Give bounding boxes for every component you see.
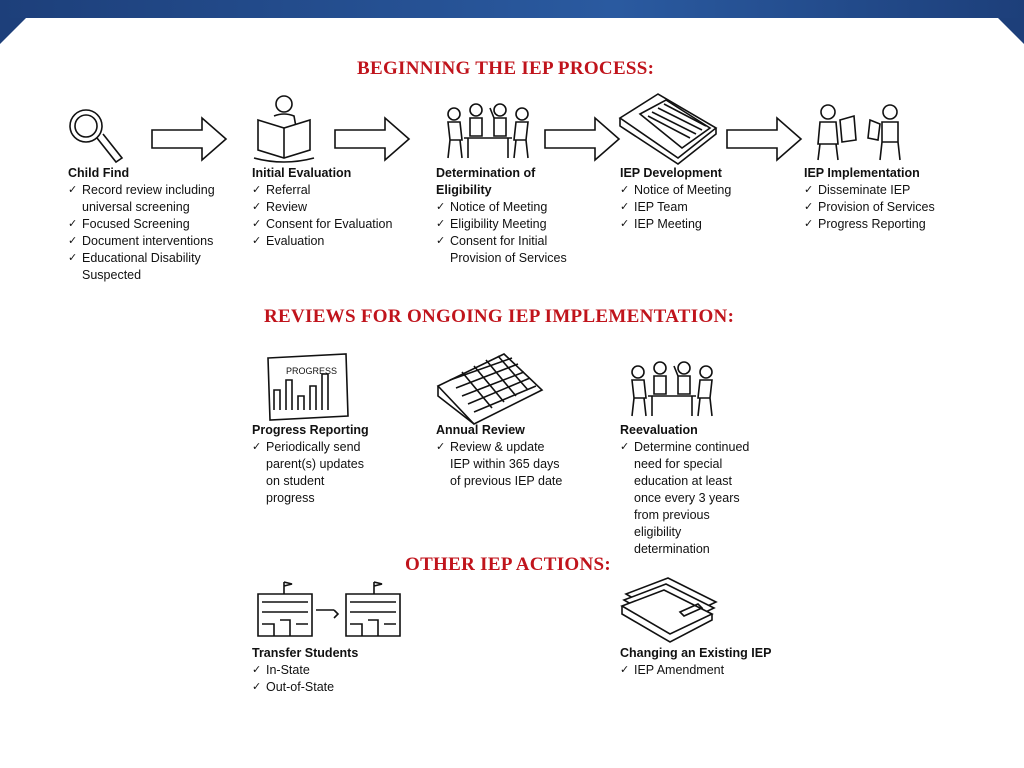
step-initial-evaluation: Initial Evaluation Referral Review Conse… (252, 165, 422, 250)
step-transfer-students: Transfer Students In-State Out-of-State (252, 645, 412, 696)
step-child-find: Child Find Record review including unive… (68, 165, 238, 284)
checklist-item: IEP Team (620, 199, 790, 216)
right-corner-decoration (998, 18, 1024, 44)
checklist-item: In-State (252, 662, 412, 679)
heading-other: OTHER IEP ACTIONS: (405, 554, 612, 575)
checklist-item: Provision of Services (804, 199, 974, 216)
progress-sign-text: PROGRESS (286, 366, 337, 376)
arrow-1 (151, 116, 228, 162)
checklist-item: Eligibility Meeting (436, 216, 576, 233)
team-meeting-icon (447, 103, 529, 159)
checklist-item: Evaluation (252, 233, 422, 250)
magnifying-glass-icon (69, 109, 124, 164)
checklist-item: Review (252, 199, 422, 216)
checklist-item: IEP Meeting (620, 216, 790, 233)
step-reevaluation: Reevaluation Determine continued need fo… (620, 422, 765, 558)
stacked-folders-icon (620, 577, 718, 643)
arrow-3 (544, 116, 621, 162)
step-title: Transfer Students (252, 646, 359, 660)
checklist-item: Notice of Meeting (436, 199, 576, 216)
checklist-item: Educational Disability Suspected (68, 250, 238, 284)
school-buildings-icon (257, 581, 401, 637)
step-title: Changing an Existing IEP (620, 646, 772, 660)
step-annual-review: Annual Review Review & update IEP within… (436, 422, 576, 490)
checklist-item: Focused Screening (68, 216, 238, 233)
step-changing-existing-iep: Changing an Existing IEP IEP Amendment (620, 645, 800, 679)
step-iep-development: IEP Development Notice of Meeting IEP Te… (620, 165, 790, 233)
step-title: Annual Review (436, 423, 525, 437)
checklist-item: Review & update IEP within 365 days of p… (436, 439, 566, 490)
checklist-item: IEP Amendment (620, 662, 800, 679)
checklist-item: Out-of-State (252, 679, 412, 696)
step-title: Determination of Eligibility (436, 166, 536, 197)
step-title: Child Find (68, 166, 130, 180)
team-meeting-icon (631, 361, 713, 417)
checklist-item: Consent for Initial Provision of Service… (436, 233, 576, 267)
arrow-2 (334, 116, 411, 162)
checklist-item: Disseminate IEP (804, 182, 974, 199)
step-title: IEP Development (620, 166, 722, 180)
binder-icon (618, 93, 718, 165)
top-banner-bar (0, 0, 1024, 18)
calendar-icon (436, 353, 544, 425)
checklist-item: Referral (252, 182, 422, 199)
step-title: Progress Reporting (252, 423, 369, 437)
checklist-item: Notice of Meeting (620, 182, 790, 199)
teacher-student-icon (817, 104, 901, 161)
step-iep-implementation: IEP Implementation Disseminate IEP Provi… (804, 165, 974, 233)
checklist-item: Progress Reporting (804, 216, 974, 233)
heading-beginning: BEGINNING THE IEP PROCESS: (357, 58, 655, 79)
checklist-item: Record review including universal screen… (68, 182, 238, 216)
checklist-item: Consent for Evaluation (252, 216, 422, 233)
step-title: Reevaluation (620, 423, 698, 437)
checklist-item: Document interventions (68, 233, 238, 250)
heading-reviews: REVIEWS FOR ONGOING IEP IMPLEMENTATION: (264, 306, 735, 327)
progress-chart-icon: PROGRESS (267, 353, 349, 421)
checklist-item: Periodically send parent(s) updates on s… (252, 439, 372, 507)
step-title: IEP Implementation (804, 166, 920, 180)
step-determination-of-eligibility: Determination of Eligibility Notice of M… (436, 165, 567, 267)
left-corner-decoration (0, 18, 26, 44)
person-reading-icon (253, 95, 315, 163)
step-progress-reporting: Progress Reporting Periodically send par… (252, 422, 392, 507)
checklist-item: Determine continued need for special edu… (620, 439, 760, 558)
step-title: Initial Evaluation (252, 166, 352, 180)
arrow-4 (726, 116, 803, 162)
